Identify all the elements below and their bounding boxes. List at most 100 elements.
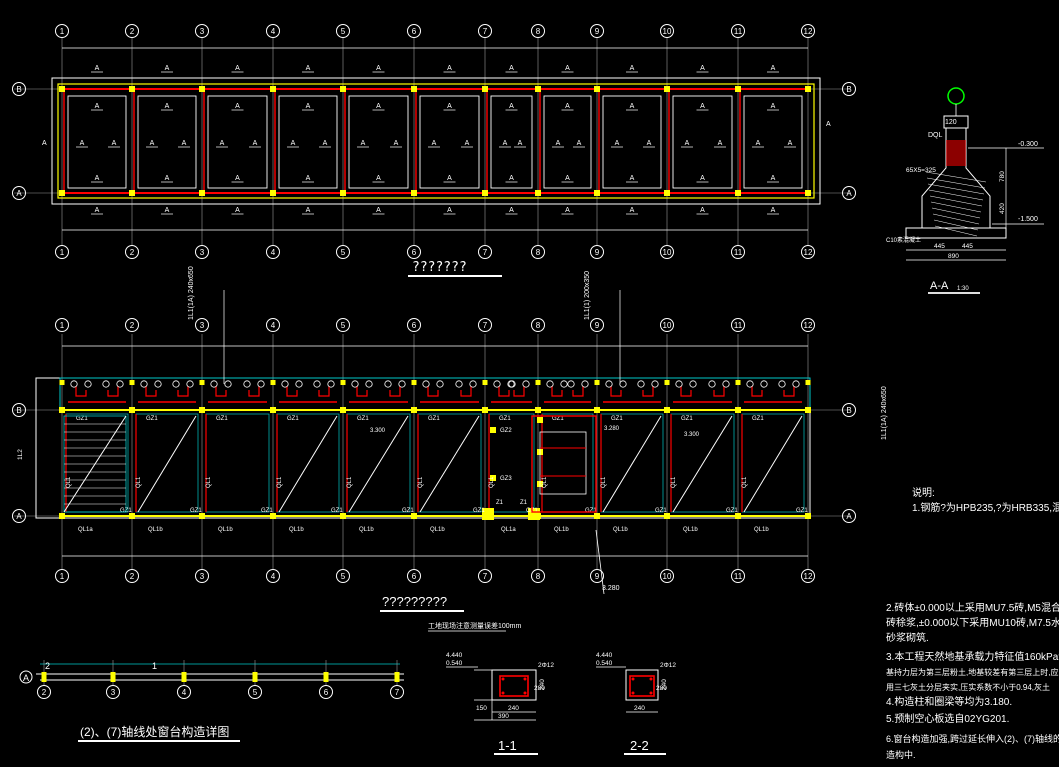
plan1-section-mark: A [95, 65, 100, 72]
plan2-gz1-bottom: GZ1 [796, 508, 808, 514]
plan2-rebar-hook [215, 386, 227, 397]
plan1-top-bubble-9-circle [590, 24, 604, 38]
plan2-top-bubble-5-circle [336, 318, 350, 332]
plan2-gz2-label: GZ2 [500, 428, 512, 434]
plan2-ql1-vert: QL1 [66, 476, 72, 488]
plan2-rebar-circle [398, 380, 406, 388]
plan2-top-bubble-8-label: 8 [536, 321, 541, 330]
plan2-column [59, 513, 65, 519]
plan1-bottom-bubble-3-label: 3 [200, 248, 205, 257]
plan1-section-mark: A [718, 140, 723, 147]
plan2-top-bubble-12-circle [801, 318, 815, 332]
plan2-ql-label: QL1b [148, 527, 163, 533]
plan1-section-mark: A [235, 207, 240, 214]
plan1-section-mark: A [165, 175, 170, 182]
plan1-bottom-bubble-2-label: 2 [130, 248, 135, 257]
plan2-rebar-circle [186, 380, 194, 388]
plan1-bottom-bubble-12-circle [801, 245, 815, 259]
plan2-top-bubble-3-label: 3 [200, 321, 205, 330]
plan2-column-z1 [482, 508, 494, 520]
plan2-bottom-bubble-9-label: 9 [595, 572, 600, 581]
plan2-column [129, 407, 135, 413]
plan2-gz1-bottom: GZ1 [331, 508, 343, 514]
plan2-rebar-hook [75, 386, 87, 397]
plan1-section-mark: A [630, 103, 635, 110]
plan1-right-bubble-b-circle [842, 82, 856, 96]
notes-header: 说明: [912, 486, 935, 499]
sec22-rebar-cage [629, 675, 655, 697]
plan2-left-bubble-a-label: A [16, 512, 22, 521]
plan2-gz1-bottom: GZ1 [473, 508, 485, 514]
plan1-top-bubble-8-label: 8 [536, 27, 541, 36]
plan1-column [594, 86, 600, 92]
plan2-corridor-column [735, 380, 741, 385]
plan1-top-bubble-10-label: 10 [663, 27, 672, 36]
plan2-top-bubble-1-label: 1 [60, 321, 65, 330]
plan2-rebar-hook [642, 386, 654, 397]
plan2-bottom-bubble-7-circle [478, 569, 492, 583]
plan1-section-mark: A [376, 65, 381, 72]
plan2-ql1-vert: QL1 [601, 476, 607, 488]
plan2-rebar-circle [689, 380, 697, 388]
plan2-rebar-circle [351, 380, 359, 388]
section-aa-dim-half1: 445 [934, 243, 945, 250]
plan2-bottom-bubble-5-circle [336, 569, 350, 583]
plan2-rebar-circle [327, 380, 335, 388]
note-line-9: 5.预制空心板选自02YG201. [886, 712, 1009, 725]
plan1-bottom-bubble-11-circle [731, 245, 745, 259]
plan2-column [59, 407, 65, 413]
plan1-top-bubble-6-circle [407, 24, 421, 38]
plan1-section-mark: A [150, 140, 155, 147]
plan2-rebar-circle [581, 380, 589, 388]
plan2-ql-label: QL1b [754, 527, 769, 533]
plan1-column [664, 86, 670, 92]
plan2-title: ????????? [382, 594, 447, 609]
plan1-left-mark: A [42, 140, 47, 147]
plan2-gz3-label: GZ3 [500, 476, 512, 482]
plan2-gz1-bottom: GZ1 [190, 508, 202, 514]
plan2-corridor-column [340, 380, 346, 385]
sill-axis-bubble-6-label: 6 [324, 688, 329, 697]
plan1-section-mark: A [700, 65, 705, 72]
plan1-section-mark: A [509, 103, 514, 110]
plan2-ql-label: QL1a [501, 527, 516, 533]
plan2-ql-label: QL1a [78, 527, 93, 533]
plan2-rebar-circle [778, 380, 786, 388]
plan2-elev-3300: 3.300 [370, 428, 386, 434]
section-aa-dim-half2: 445 [962, 243, 973, 250]
plan1-top-bubble-4-label: 4 [271, 27, 276, 36]
plan2-top-bubble-9-label: 9 [595, 321, 600, 330]
plan1-section-mark: A [509, 175, 514, 182]
plan2-top-bubble-7-label: 7 [483, 321, 488, 330]
plan2-corridor-column [482, 380, 488, 385]
plan1-section-mark: A [556, 140, 561, 147]
plan1-left-bubble-b-label: B [16, 85, 21, 94]
sill-axis-bubble-3-label: 3 [111, 688, 116, 697]
plan1-top-bubble-6-label: 6 [412, 27, 417, 36]
plan1-slab-bay [137, 95, 197, 189]
plan1-section-mark: A [771, 175, 776, 182]
plan2-top-bubble-6-circle [407, 318, 421, 332]
plan1-column [270, 190, 276, 196]
plan2-column [411, 513, 417, 519]
section-aa-c10-label: C10素混凝土 [886, 236, 921, 244]
plan1-slab-bay [672, 95, 733, 189]
plan2-corridor-column [411, 380, 417, 385]
plan2-column [129, 513, 135, 519]
plan2-rebar-circle [792, 380, 800, 388]
section-aa-hatch-line [928, 189, 984, 201]
plan2-ql1-vert: QL1 [347, 476, 353, 488]
plan2-gz1-label: GZ1 [552, 416, 564, 422]
plan1-column [411, 190, 417, 196]
plan1-column [482, 190, 488, 196]
plan1-top-bubble-11-label: 11 [734, 27, 743, 36]
plan1-top-bubble-1-circle [55, 24, 69, 38]
plan1-bottom-bubble-10-label: 10 [663, 248, 672, 257]
plan2-bottom-bubble-12-circle [801, 569, 815, 583]
plan2-bottom-bubble-9-circle [590, 569, 604, 583]
plan2-gz1-label: GZ1 [216, 416, 228, 422]
note-line-4: 砂浆砌筑. [886, 631, 929, 644]
